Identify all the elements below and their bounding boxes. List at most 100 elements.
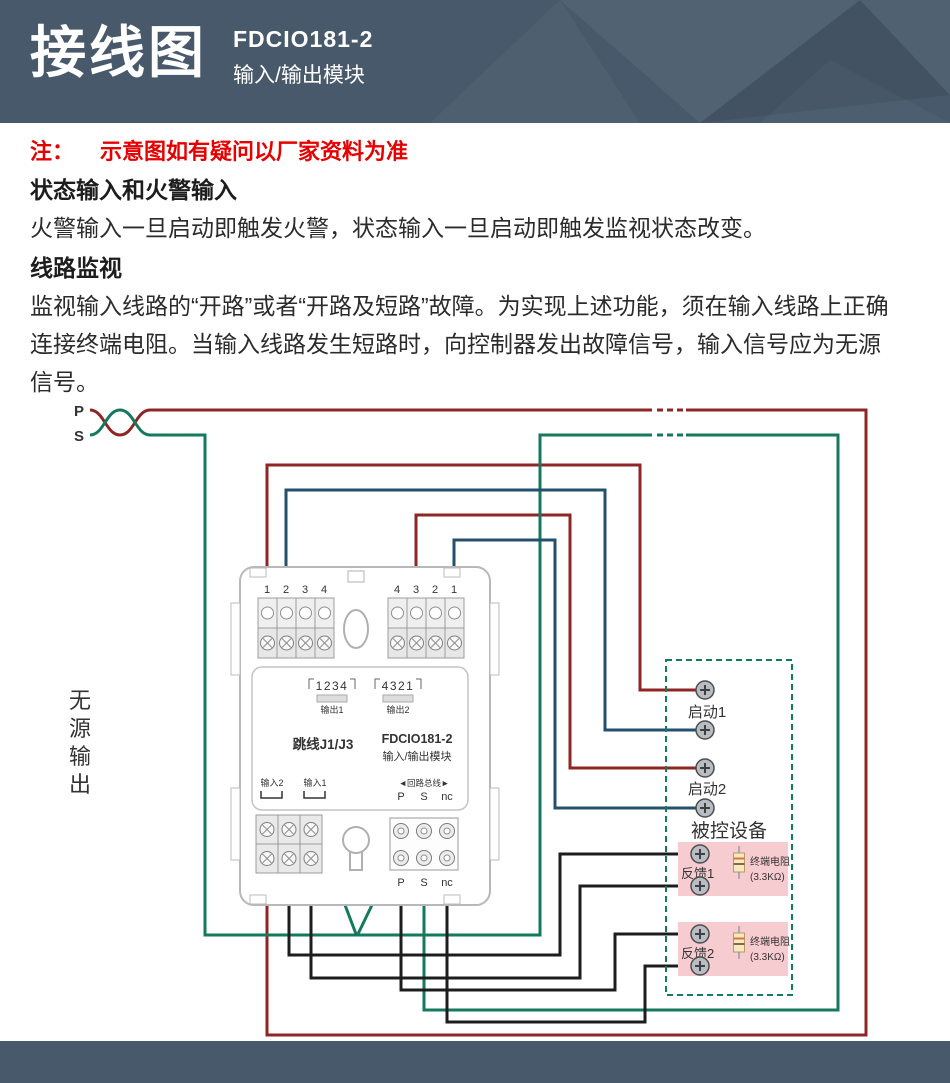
wire-s-bus-return [422, 433, 840, 1012]
description-block: 注： 示意图如有疑问以厂家资料为准 状态输入和火警输入 火警输入一旦启动即触发火警… [0, 123, 950, 401]
notch [443, 894, 461, 905]
wire-s-bus [89, 408, 652, 937]
section1-body: 火警输入一旦启动即触发火警，状态输入一旦启动即触发监视状态改变。 [30, 215, 766, 241]
input2-label: 输入2 [260, 777, 283, 788]
pin-number: 2 [432, 584, 438, 596]
pin-number: 1 [264, 584, 270, 596]
loop-bus-label: ◄回路总线► [399, 778, 450, 788]
feedback1-terminal-icon [690, 876, 710, 896]
module-subtitle-label: 输入/输出模块 [382, 749, 451, 763]
jumper-label: 跳线J1/J3 [293, 736, 354, 752]
feedback1-terminal-icon [690, 844, 710, 864]
bracket-marks [308, 678, 422, 689]
wiring-diagram: P S 无 源 输 出 1 2 3 4 4 [69, 403, 868, 1037]
wires-black [287, 852, 691, 1024]
note-prefix: 注： [30, 139, 75, 164]
feedback2-label: 反馈2 [681, 946, 714, 961]
input1-label: 输入1 [303, 777, 326, 788]
passive-output-label: 无 源 输 出 [69, 688, 91, 797]
wire-start2-b [452, 538, 696, 810]
s-bus-label: S [74, 428, 84, 445]
p-bus-label: P [74, 403, 84, 420]
jumper-pins-icon [382, 694, 414, 703]
wire-loop-v1 [343, 904, 358, 935]
wire-p-bus-top [89, 408, 652, 437]
pin-number: 3 [413, 584, 419, 596]
note-text: 示意图如有疑问以厂家资料为准 [100, 139, 409, 164]
pin-number: 3 [302, 584, 308, 596]
input-terminal-block [255, 814, 323, 874]
svg-text:出: 出 [69, 772, 91, 797]
svg-text:源: 源 [69, 716, 91, 741]
controlled-device-label: 被控设备 [691, 820, 767, 842]
output2-label: 输出2 [386, 704, 409, 715]
ps-bottom-nc: nc [441, 877, 453, 889]
mounting-tab [489, 602, 500, 676]
svg-text:无: 无 [69, 688, 91, 713]
feedback2-terminal-icon [690, 924, 710, 944]
model-number: FDCIO181-2 [233, 26, 374, 52]
input2-contact-icon [260, 791, 283, 799]
pin-number: 4 [394, 584, 400, 596]
output1-label: 输出1 [320, 704, 343, 715]
notch [249, 567, 267, 578]
ps-bottom-p: P [397, 877, 404, 889]
wire-feedback2-a [399, 903, 691, 992]
keyhole [342, 826, 370, 854]
feedback1-group: 反馈1 终端电阻 (3.3KΩ) [678, 842, 790, 896]
section2-heading: 线路监视 [30, 255, 122, 281]
module-faceplate [251, 666, 469, 811]
section1-heading: 状态输入和火警输入 [30, 177, 237, 203]
wires-teal [89, 408, 840, 1012]
input1-contact-icon [303, 791, 326, 799]
wire-start1-a [265, 463, 696, 692]
start1-terminal-icon [695, 720, 715, 740]
notch [443, 567, 461, 578]
mounting-hole [343, 609, 369, 649]
notch [249, 894, 267, 905]
note-line: 注： 示意图如有疑问以厂家资料为准 [30, 137, 920, 167]
wire-feedback1-a [287, 852, 691, 957]
pin-number: 1 [451, 584, 457, 596]
controlled-device: 启动1 启动2 被控设备 反馈1 终端电阻 (3.3KΩ) 反馈2 [665, 659, 793, 996]
wires-blue [284, 488, 696, 810]
loop-terminal-block [389, 817, 459, 871]
header-pattern [430, 0, 950, 123]
jumper-pins-icon [316, 694, 348, 703]
wire-p-bus-return [265, 408, 868, 1037]
start2-label: 启动2 [688, 781, 726, 798]
footer-bar [0, 1041, 950, 1083]
model-subtitle: 输入/输出模块 [233, 64, 365, 87]
wires-red [89, 408, 868, 1037]
start2-terminal-icon [695, 758, 715, 778]
start2-terminal-icon [695, 798, 715, 818]
ps-bottom-s: S [420, 877, 427, 889]
mounting-tab [489, 787, 500, 861]
resistor2-value: (3.3KΩ) [750, 952, 785, 963]
wire-start2-a [414, 513, 696, 770]
resistor1-value: (3.3KΩ) [750, 872, 785, 883]
feedback2-terminal-icon [690, 956, 710, 976]
wire-feedback1-b [309, 884, 691, 980]
svg-text:输: 输 [69, 744, 91, 769]
output1-terminal-block [257, 597, 335, 659]
feedback1-label: 反馈1 [681, 866, 714, 881]
pin-number: 2 [283, 584, 289, 596]
notch [347, 570, 365, 583]
start1-terminal-icon [695, 680, 715, 700]
mounting-tab [230, 787, 241, 861]
io-module: 1 2 3 4 4 3 2 1 1234 4 [230, 566, 500, 906]
feedback2-group: 反馈2 终端电阻 (3.3KΩ) [678, 922, 790, 976]
ps-top-s: S [420, 791, 427, 803]
out1-pin-label: 1234 [316, 679, 349, 693]
wire-loop-v2 [356, 904, 374, 935]
out2-pin-label: 4321 [382, 679, 415, 693]
wire-start1-b [284, 488, 696, 732]
ps-top-p: P [397, 791, 404, 803]
resistor1-label: 终端电阻 [750, 855, 790, 868]
output2-terminal-block [387, 597, 465, 659]
mounting-tab [230, 602, 241, 676]
header: 接线图 FDCIO181-2 输入/输出模块 [0, 0, 950, 123]
device-boundary [665, 659, 793, 996]
